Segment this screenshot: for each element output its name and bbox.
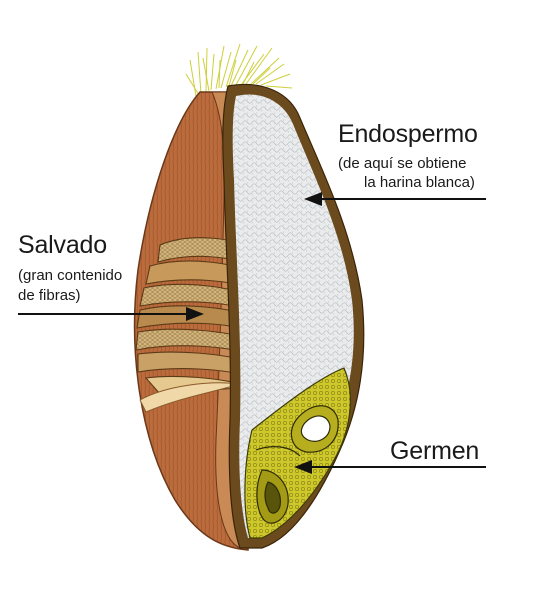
kernel-hairs <box>185 43 293 97</box>
endosperm-label: Endospermo <box>338 120 478 148</box>
endosperm-arrowhead <box>304 192 322 206</box>
bran-note-line1: (gran contenido <box>18 267 123 284</box>
bran-arrowhead <box>186 307 204 321</box>
endosperm-note-line1: (de aquí se obtiene <box>338 155 467 172</box>
endosperm-note-line2: la harina blanca) <box>364 174 475 191</box>
bran-note-line2: de fibras) <box>18 287 81 304</box>
germ-label: Germen <box>390 437 480 465</box>
pointer-lines <box>18 192 486 474</box>
germ-arrowhead <box>294 460 312 474</box>
bran-label: Salvado <box>18 231 107 259</box>
germ-embryo <box>255 405 339 524</box>
